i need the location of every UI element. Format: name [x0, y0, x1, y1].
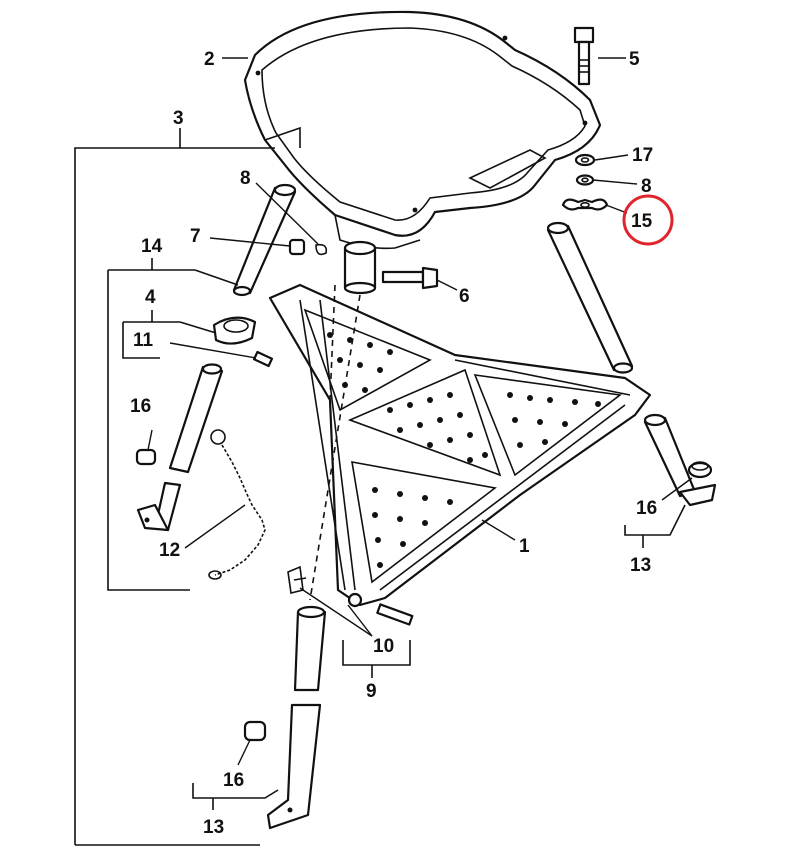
- bracket-part-4: [122, 310, 217, 359]
- center-socket: [343, 240, 377, 295]
- label-part-11: 11: [133, 330, 154, 351]
- foot-cap-part-16-right: [687, 461, 713, 479]
- wing-nut-part-15: [561, 198, 609, 211]
- pin-part-9: [376, 603, 414, 626]
- washer-part-8-right: [575, 174, 595, 186]
- callout-labels: 2 5 3 17 8 15 8 7 14 6 4 11 16 16 1 12 1…: [130, 49, 657, 838]
- label-part-14: 14: [141, 236, 163, 257]
- leg-tube-part-14: [136, 363, 224, 532]
- chain-part-12: [208, 429, 266, 580]
- base-frame-part-1: [268, 283, 652, 607]
- bracket-part-14: [107, 258, 239, 591]
- label-part-9: 9: [366, 681, 377, 702]
- bolt-part-6: [381, 266, 439, 290]
- foot-cap-part-16-bottom: [243, 720, 267, 742]
- bolt-part-5: [573, 26, 595, 86]
- label-part-8-left: 8: [240, 168, 251, 189]
- highlight-circle: [622, 194, 674, 246]
- clip-part-8-left: [315, 243, 328, 256]
- tray-part-2: [243, 10, 602, 250]
- screw-part-11: [252, 350, 274, 368]
- label-part-1: 1: [519, 536, 530, 557]
- label-part-10: 10: [373, 636, 394, 657]
- upper-leg-tube-right: [546, 221, 634, 374]
- lower-leg-right-part-13: [643, 413, 717, 507]
- bracket-part-13-bottom: [192, 783, 279, 810]
- alignment-lines: [309, 284, 361, 601]
- bracket-part-13-right: [624, 504, 686, 548]
- label-part-4: 4: [145, 287, 156, 308]
- label-part-17: 17: [632, 145, 653, 166]
- label-part-16-bottom: 16: [223, 770, 244, 791]
- collar-part-4: [212, 316, 257, 345]
- foot-cap-part-16-left: [135, 448, 157, 466]
- bracket-part-9: [342, 640, 411, 678]
- label-part-8-right: 8: [641, 176, 652, 197]
- label-part-16-right: 16: [636, 498, 657, 519]
- shelf-holes: [327, 332, 601, 568]
- label-part-6: 6: [459, 286, 470, 307]
- label-part-2: 2: [204, 49, 215, 70]
- label-part-13-right: 13: [630, 555, 651, 576]
- clip-part-10: [287, 565, 307, 594]
- label-part-16-left: 16: [130, 396, 151, 417]
- label-part-15: 15: [631, 211, 653, 232]
- label-part-5: 5: [629, 49, 640, 70]
- upper-leg-tube-left: [232, 183, 297, 297]
- lower-leg-bottom-part-13: [266, 605, 327, 830]
- label-part-12: 12: [159, 540, 180, 561]
- nut-part-7: [288, 238, 306, 256]
- label-part-13-bottom: 13: [203, 817, 224, 838]
- pivot-washer: [347, 592, 363, 608]
- bracket-part-3: [74, 128, 275, 846]
- label-part-3: 3: [173, 108, 184, 129]
- nut-part-17: [574, 153, 596, 167]
- leader-lines: [147, 57, 693, 766]
- label-part-7: 7: [190, 226, 201, 247]
